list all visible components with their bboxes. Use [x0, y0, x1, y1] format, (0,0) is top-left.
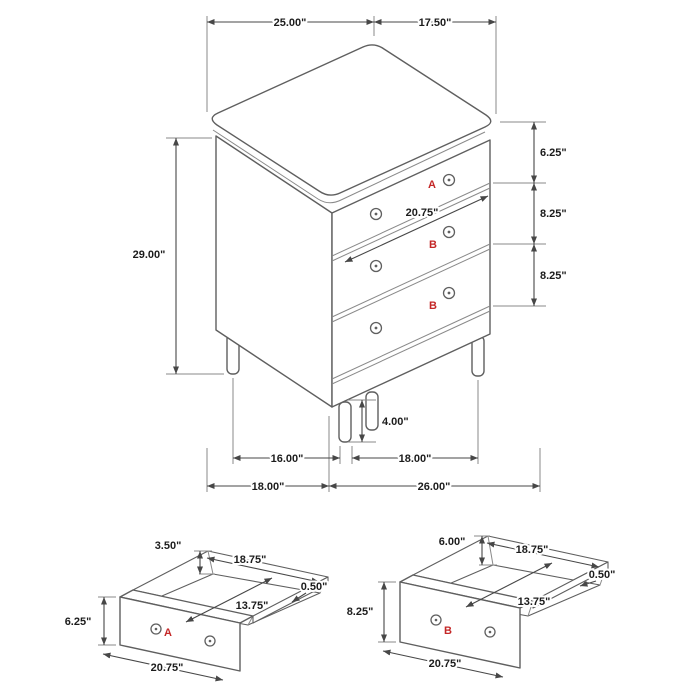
chest-leg-front	[338, 401, 352, 443]
leader-line	[291, 592, 307, 603]
label-drawer-a-detail: A	[164, 627, 172, 639]
dim-top-depth: 17.50"	[419, 17, 452, 29]
drawer-knob-dot	[154, 627, 158, 631]
dim-overall-width: 26.00"	[418, 481, 451, 493]
drawer-knob-dot	[434, 618, 438, 622]
dim-leg-span-side: 16.00"	[271, 453, 304, 465]
dim-a-back-height: 3.50"	[155, 540, 182, 552]
chest-top	[211, 44, 492, 196]
dim-a-outer-width: 20.75"	[151, 662, 184, 674]
dim-a-front-height: 6.25"	[65, 616, 92, 628]
drawer-knob-dot	[488, 630, 492, 634]
drawer-a-detail-view: A 6.25" 3.50" 18.75" 13.75" 0.50" 20.75"	[63, 538, 329, 682]
dim-b-inner-width: 18.75"	[516, 544, 549, 556]
dim-a-inner-depth: 13.75"	[236, 600, 269, 612]
chest-leg-back	[365, 391, 379, 431]
dim-b-outer-width: 20.75"	[429, 658, 462, 670]
dim-drawer-b2-height: 8.25"	[540, 270, 567, 282]
dim-top-width: 25.00"	[274, 17, 307, 29]
drawer-b-detail-view: B 8.25" 6.00" 18.75" 13.75" 0.50" 20.75"	[345, 534, 617, 679]
dim-drawer-b1-height: 8.25"	[540, 208, 567, 220]
drawer-knob-dot	[447, 291, 451, 295]
dimension-line	[382, 649, 504, 679]
dimension-line	[486, 541, 600, 569]
chest-main-view: A B B	[211, 44, 492, 443]
dimension-line	[102, 652, 224, 682]
dim-a-wall-thickness: 0.50"	[301, 581, 328, 593]
dim-drawer-front-width: 20.75"	[406, 207, 439, 219]
dimension-line	[185, 577, 273, 623]
dim-leg-span-front: 18.00"	[399, 453, 432, 465]
dim-a-inner-width: 18.75"	[234, 554, 267, 566]
chest-dimensions: 25.00" 17.50" 6.25" 8.25" 8.25" 29.00" 2…	[131, 15, 569, 495]
dim-leg-height: 4.00"	[382, 416, 409, 428]
drawer-divider-3	[331, 305, 491, 385]
dim-overall-height: 29.00"	[133, 249, 166, 261]
drawer-knob-dot	[208, 639, 212, 643]
dim-b-back-height: 6.00"	[439, 536, 466, 548]
drawer-knob-dot	[374, 264, 378, 268]
dim-b-front-height: 8.25"	[347, 606, 374, 618]
dimension-line	[206, 556, 320, 584]
label-drawer-b2: B	[429, 300, 437, 312]
label-drawer-b1: B	[429, 239, 437, 251]
drawer-knob-dot	[374, 326, 378, 330]
dim-b-wall-thickness: 0.50"	[589, 569, 616, 581]
dimension-line	[465, 562, 553, 608]
drawer-knob-dot	[447, 178, 451, 182]
dimension-line	[344, 195, 489, 263]
label-drawer-b-detail: B	[444, 625, 452, 637]
drawer-knob-dot	[374, 212, 378, 216]
dim-b-inner-depth: 13.75"	[518, 596, 551, 608]
chest-top-edge	[212, 129, 486, 204]
label-drawer-a: A	[428, 179, 436, 191]
dim-overall-depth: 18.00"	[252, 481, 285, 493]
leader-line	[579, 580, 597, 587]
dim-drawer-a-height: 6.25"	[540, 147, 567, 159]
drawer-knob-dot	[447, 230, 451, 234]
